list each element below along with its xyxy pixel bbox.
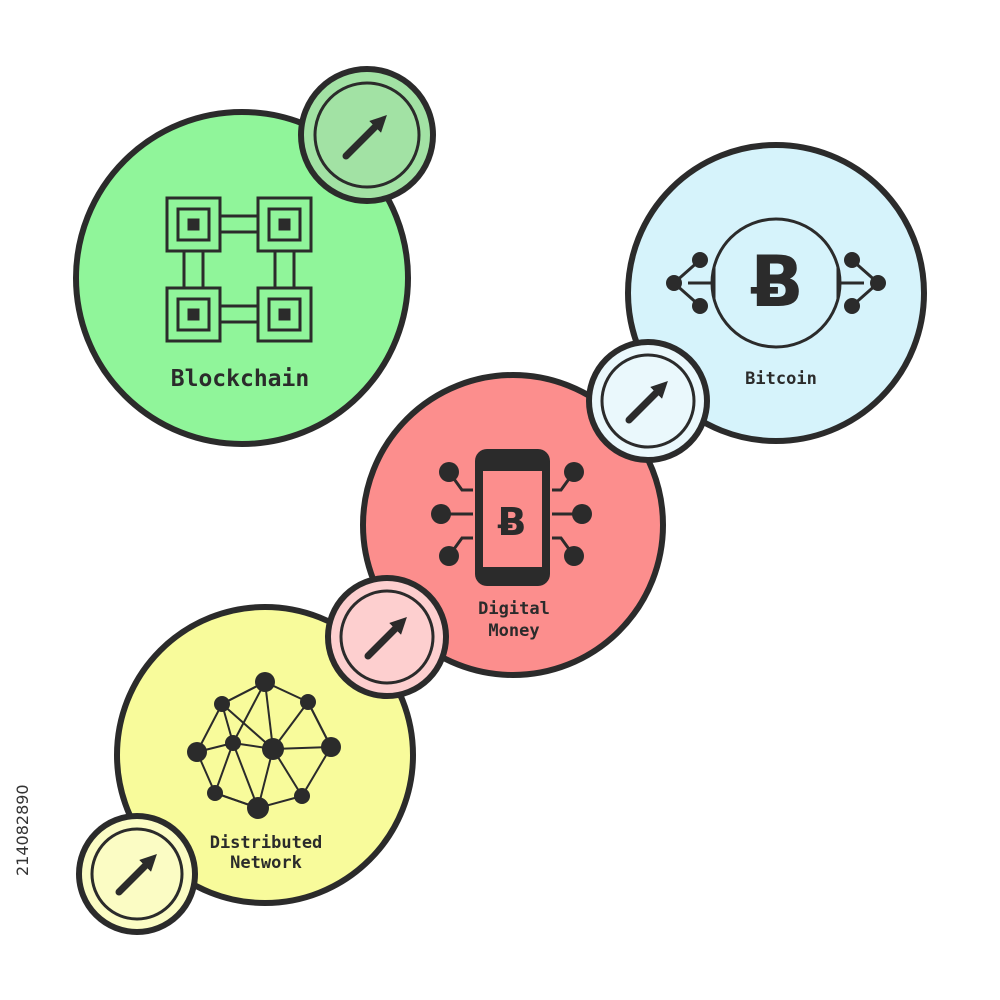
distributed-network-arrow-badge[interactable] bbox=[76, 813, 198, 935]
blockchain-icon bbox=[165, 196, 313, 343]
side-id-text: 214082890 bbox=[13, 784, 32, 876]
node-digital-money-label-line2: Money bbox=[488, 621, 539, 641]
digital-money-arrow-badge[interactable] bbox=[586, 339, 710, 463]
arrow-up-right-icon bbox=[625, 381, 668, 424]
node-distributed-network: Distributed Network bbox=[76, 604, 416, 935]
node-digital-money: Ƀ Digital Money bbox=[360, 339, 710, 678]
arrow-up-right-icon bbox=[115, 854, 157, 896]
arrow-up-right-icon bbox=[342, 115, 387, 160]
phone-bitcoin-icon: Ƀ bbox=[431, 449, 592, 586]
node-bitcoin-label: Bitcoin bbox=[745, 369, 817, 389]
blockchain-arrow-badge[interactable] bbox=[298, 66, 436, 204]
node-blockchain-circle bbox=[73, 109, 411, 447]
node-blockchain: Blockchain bbox=[73, 66, 436, 447]
bitcoin-icon: Ƀ bbox=[666, 217, 886, 349]
node-distributed-network-label-line1: Distributed bbox=[210, 833, 323, 853]
network-icon bbox=[187, 672, 341, 819]
node-bitcoin-circle bbox=[625, 142, 927, 444]
digital-money-entry-arrow-badge[interactable] bbox=[325, 575, 449, 699]
node-distributed-network-label-line2: Network bbox=[230, 853, 302, 873]
svg-text:Ƀ: Ƀ bbox=[498, 500, 527, 544]
svg-text:Ƀ: Ƀ bbox=[750, 241, 803, 323]
node-bitcoin: Ƀ Bitcoin bbox=[625, 142, 927, 444]
node-blockchain-label: Blockchain bbox=[171, 366, 309, 392]
node-digital-money-label-line1: Digital bbox=[478, 599, 550, 619]
arrow-up-right-icon bbox=[364, 617, 407, 660]
